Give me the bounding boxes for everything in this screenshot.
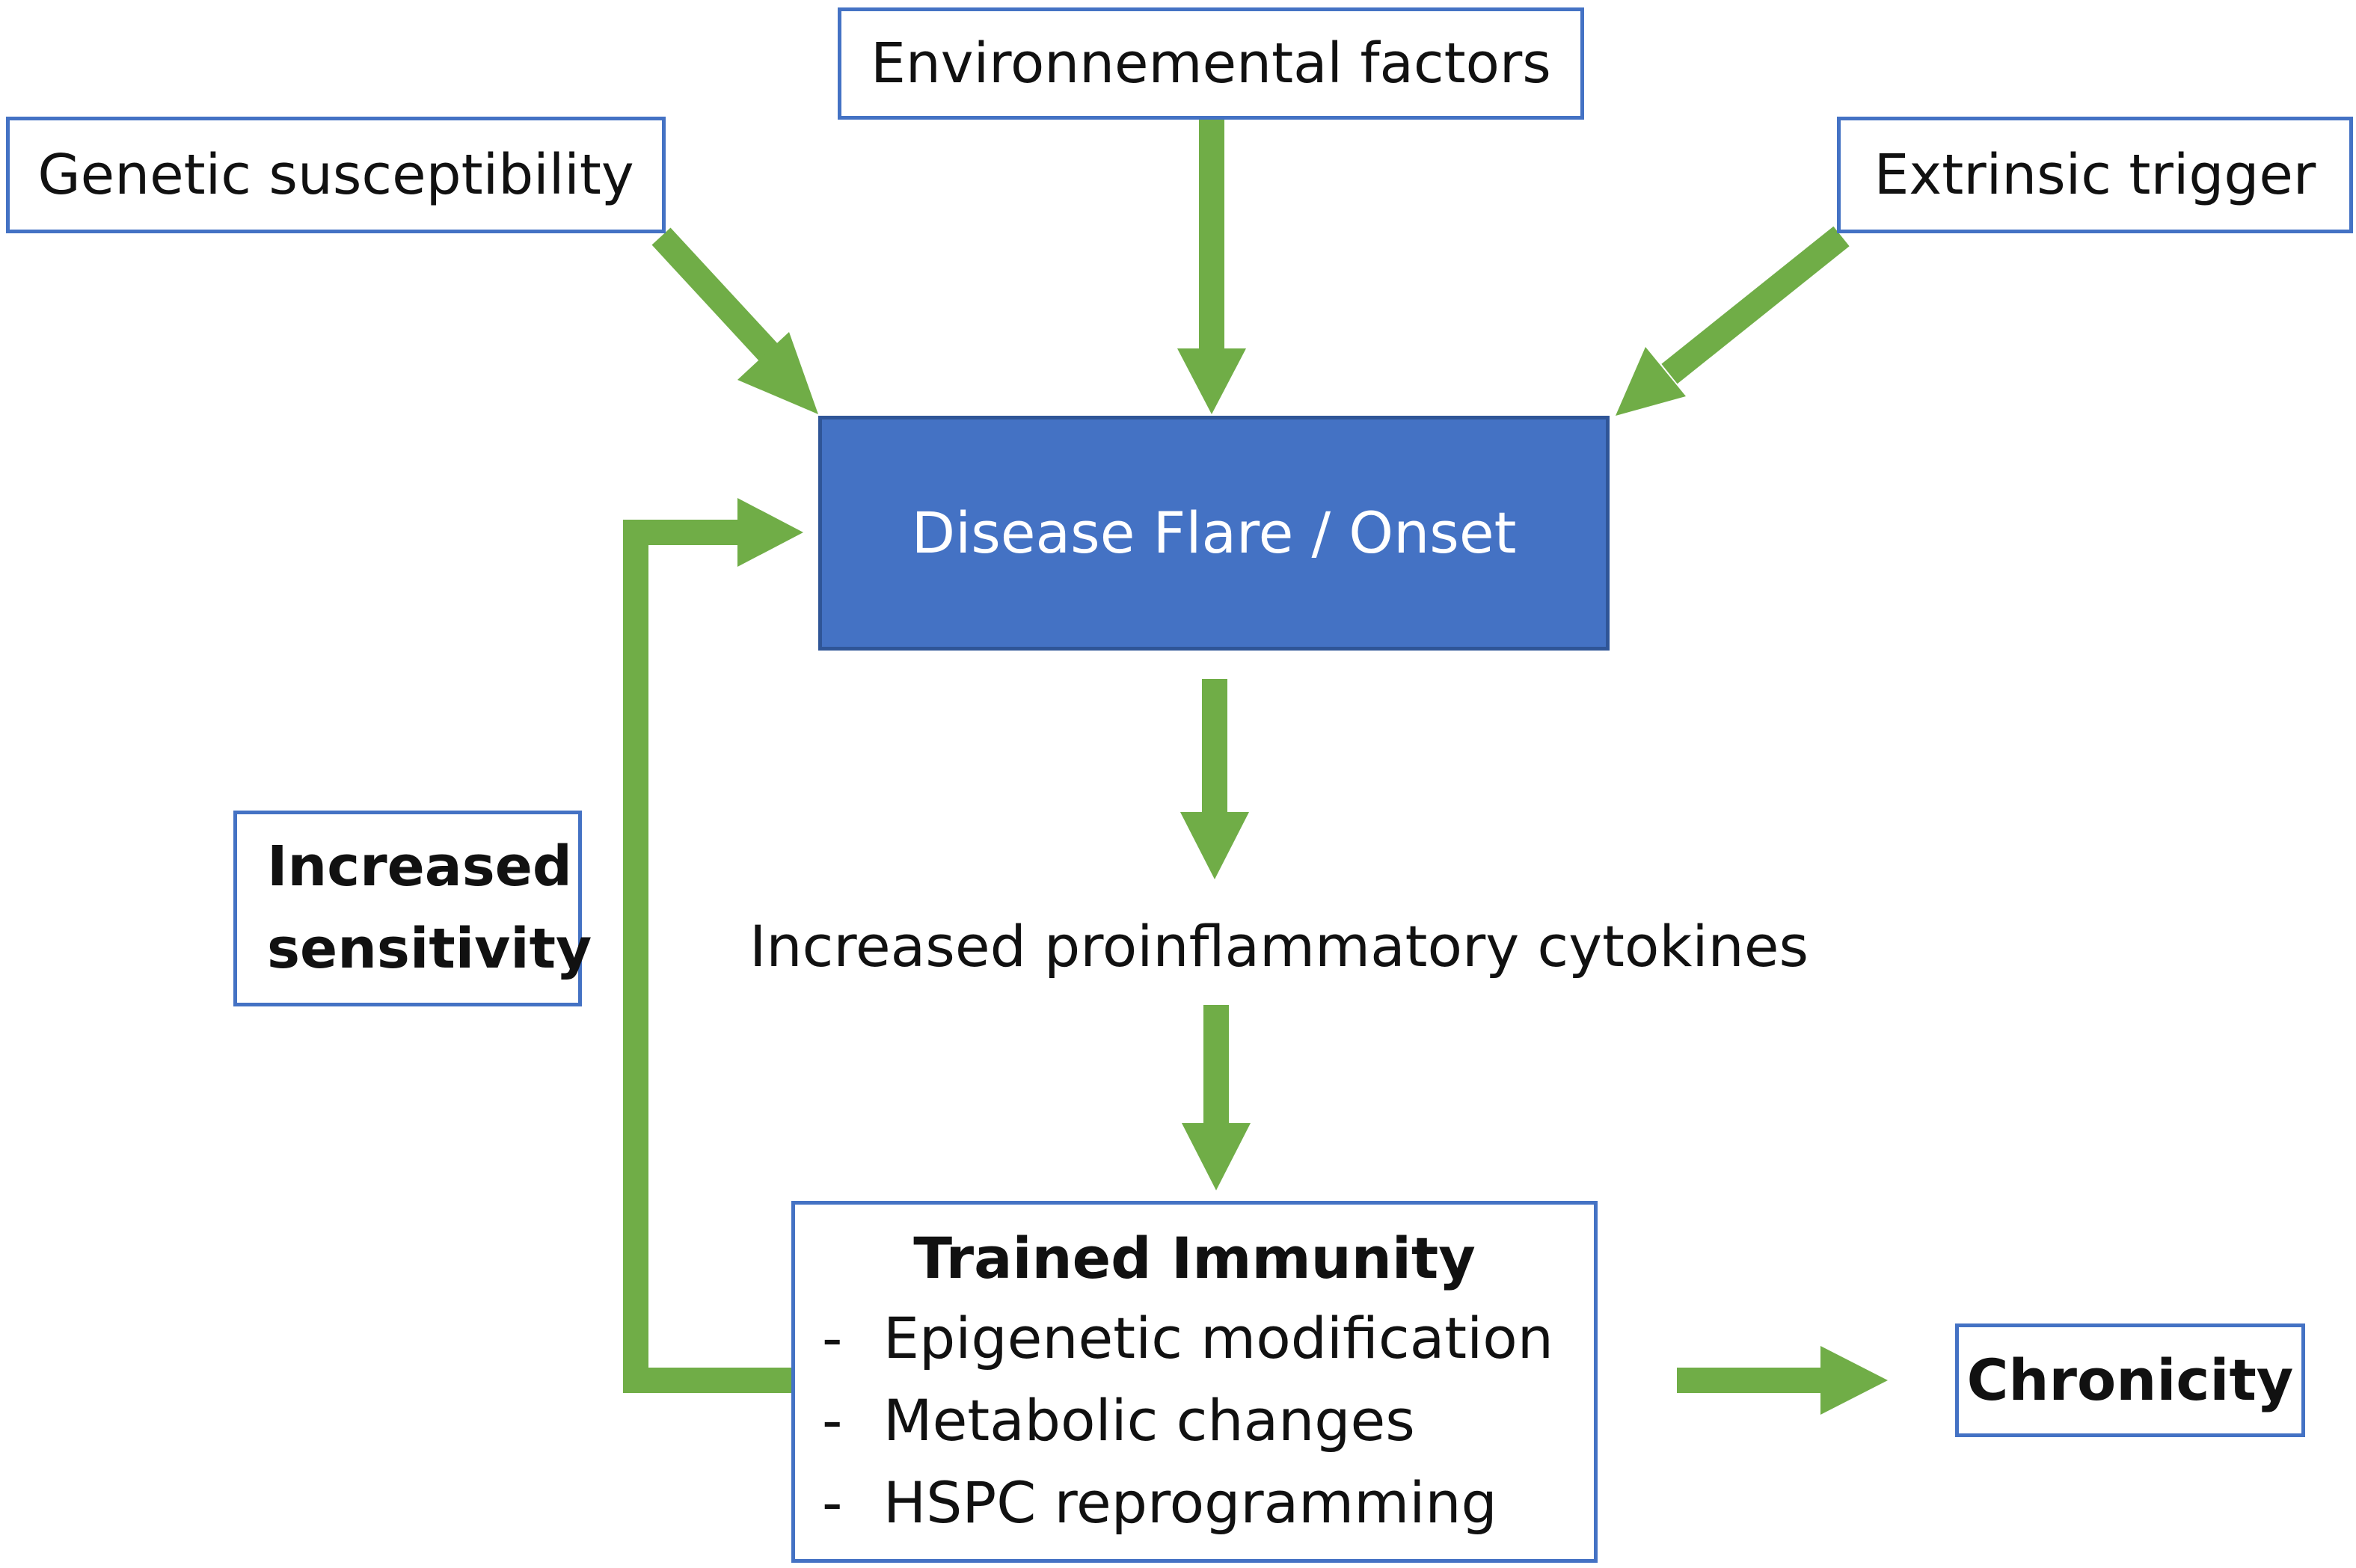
trained-immunity-box: Trained Immunity - Epigenetic modificati…: [791, 1201, 1598, 1563]
arrowhead-trained-to-chronicity: [1820, 1346, 1888, 1415]
arrowhead-feedback-loop: [737, 498, 803, 567]
genetic-susceptibility-box: Genetic susceptibility: [6, 117, 666, 233]
trained-immunity-item-text: Epigenetic modification: [883, 1304, 1553, 1371]
environmental-factors-box: Environnemental factors: [838, 7, 1584, 120]
proinflammatory-cytokines-label: Increased proinflammatory cytokines: [749, 912, 1809, 980]
arrowhead-disease-to-cytokines: [1180, 812, 1249, 879]
trained-immunity-item-text: HSPC reprogramming: [883, 1469, 1497, 1536]
arrowhead-extrinsic-to-disease: [1616, 347, 1686, 416]
arrow-extrinsic-to-disease: [1661, 226, 1850, 384]
extrinsic-trigger-box: Extrinsic trigger: [1837, 117, 2353, 233]
disease-flare-onset-label: Disease Flare / Onset: [911, 499, 1517, 567]
extrinsic-trigger-label: Extrinsic trigger: [1874, 142, 2316, 207]
environmental-factors-label: Environnemental factors: [871, 31, 1551, 96]
trained-immunity-item: - Metabolic changes: [795, 1379, 1594, 1461]
increased-sensitivity-box: Increased sensitivity: [233, 811, 592, 1006]
disease-flare-onset-box: Disease Flare / Onset: [818, 416, 1610, 651]
increased-sensitivity-line2: sensitivity: [267, 917, 592, 981]
arrowhead-cytokines-to-trained: [1182, 1123, 1251, 1190]
trained-immunity-item: - Epigenetic modification: [795, 1297, 1594, 1379]
trained-immunity-title: Trained Immunity: [913, 1225, 1476, 1291]
list-dash: -: [822, 1386, 843, 1454]
trained-immunity-item: - HSPC reprogramming: [795, 1461, 1594, 1543]
chronicity-label: Chronicity: [1966, 1347, 2294, 1414]
genetic-susceptibility-label: Genetic susceptibility: [37, 142, 634, 207]
arrow-feedback-loop: [623, 520, 791, 1393]
increased-sensitivity-line1: Increased: [267, 834, 572, 900]
trained-immunity-item-text: Metabolic changes: [883, 1386, 1415, 1454]
chronicity-box: Chronicity: [1955, 1323, 2305, 1437]
list-dash: -: [822, 1469, 843, 1536]
list-dash: -: [822, 1304, 843, 1371]
arrowhead-env-to-disease: [1177, 348, 1246, 414]
arrowhead-genetic-to-disease: [737, 332, 818, 414]
arrow-genetic-to-disease: [651, 227, 780, 363]
